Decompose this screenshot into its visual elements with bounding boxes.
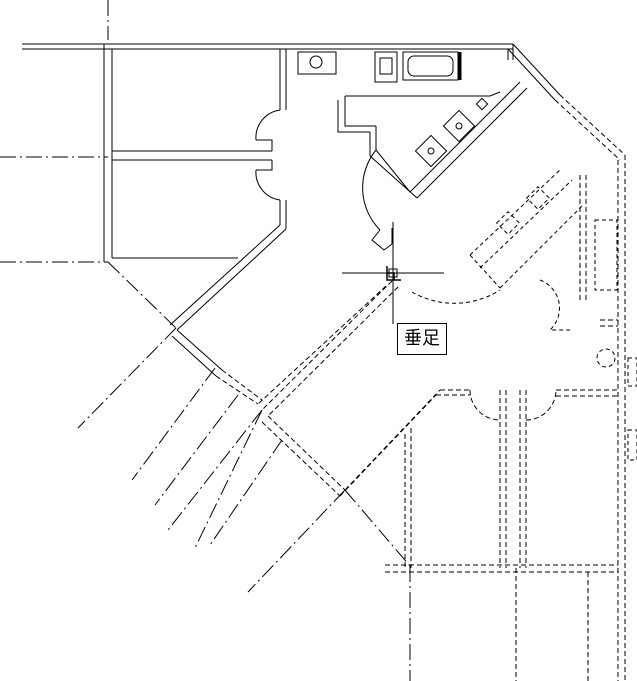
room-walls-left[interactable] (22, 43, 513, 377)
dashed-walls[interactable] (261, 94, 626, 681)
central-door[interactable] (362, 149, 393, 251)
selected-wall[interactable] (215, 280, 399, 417)
snap-tooltip-label: 垂足 (404, 328, 440, 349)
snap-tooltip: 垂足 (397, 323, 447, 355)
center-lines (0, 0, 411, 681)
bathroom-fixtures[interactable] (297, 51, 528, 199)
room-walls-top-right[interactable] (507, 43, 561, 101)
kitchen-counter[interactable] (411, 169, 637, 461)
perpendicular-snap-icon (386, 266, 401, 281)
